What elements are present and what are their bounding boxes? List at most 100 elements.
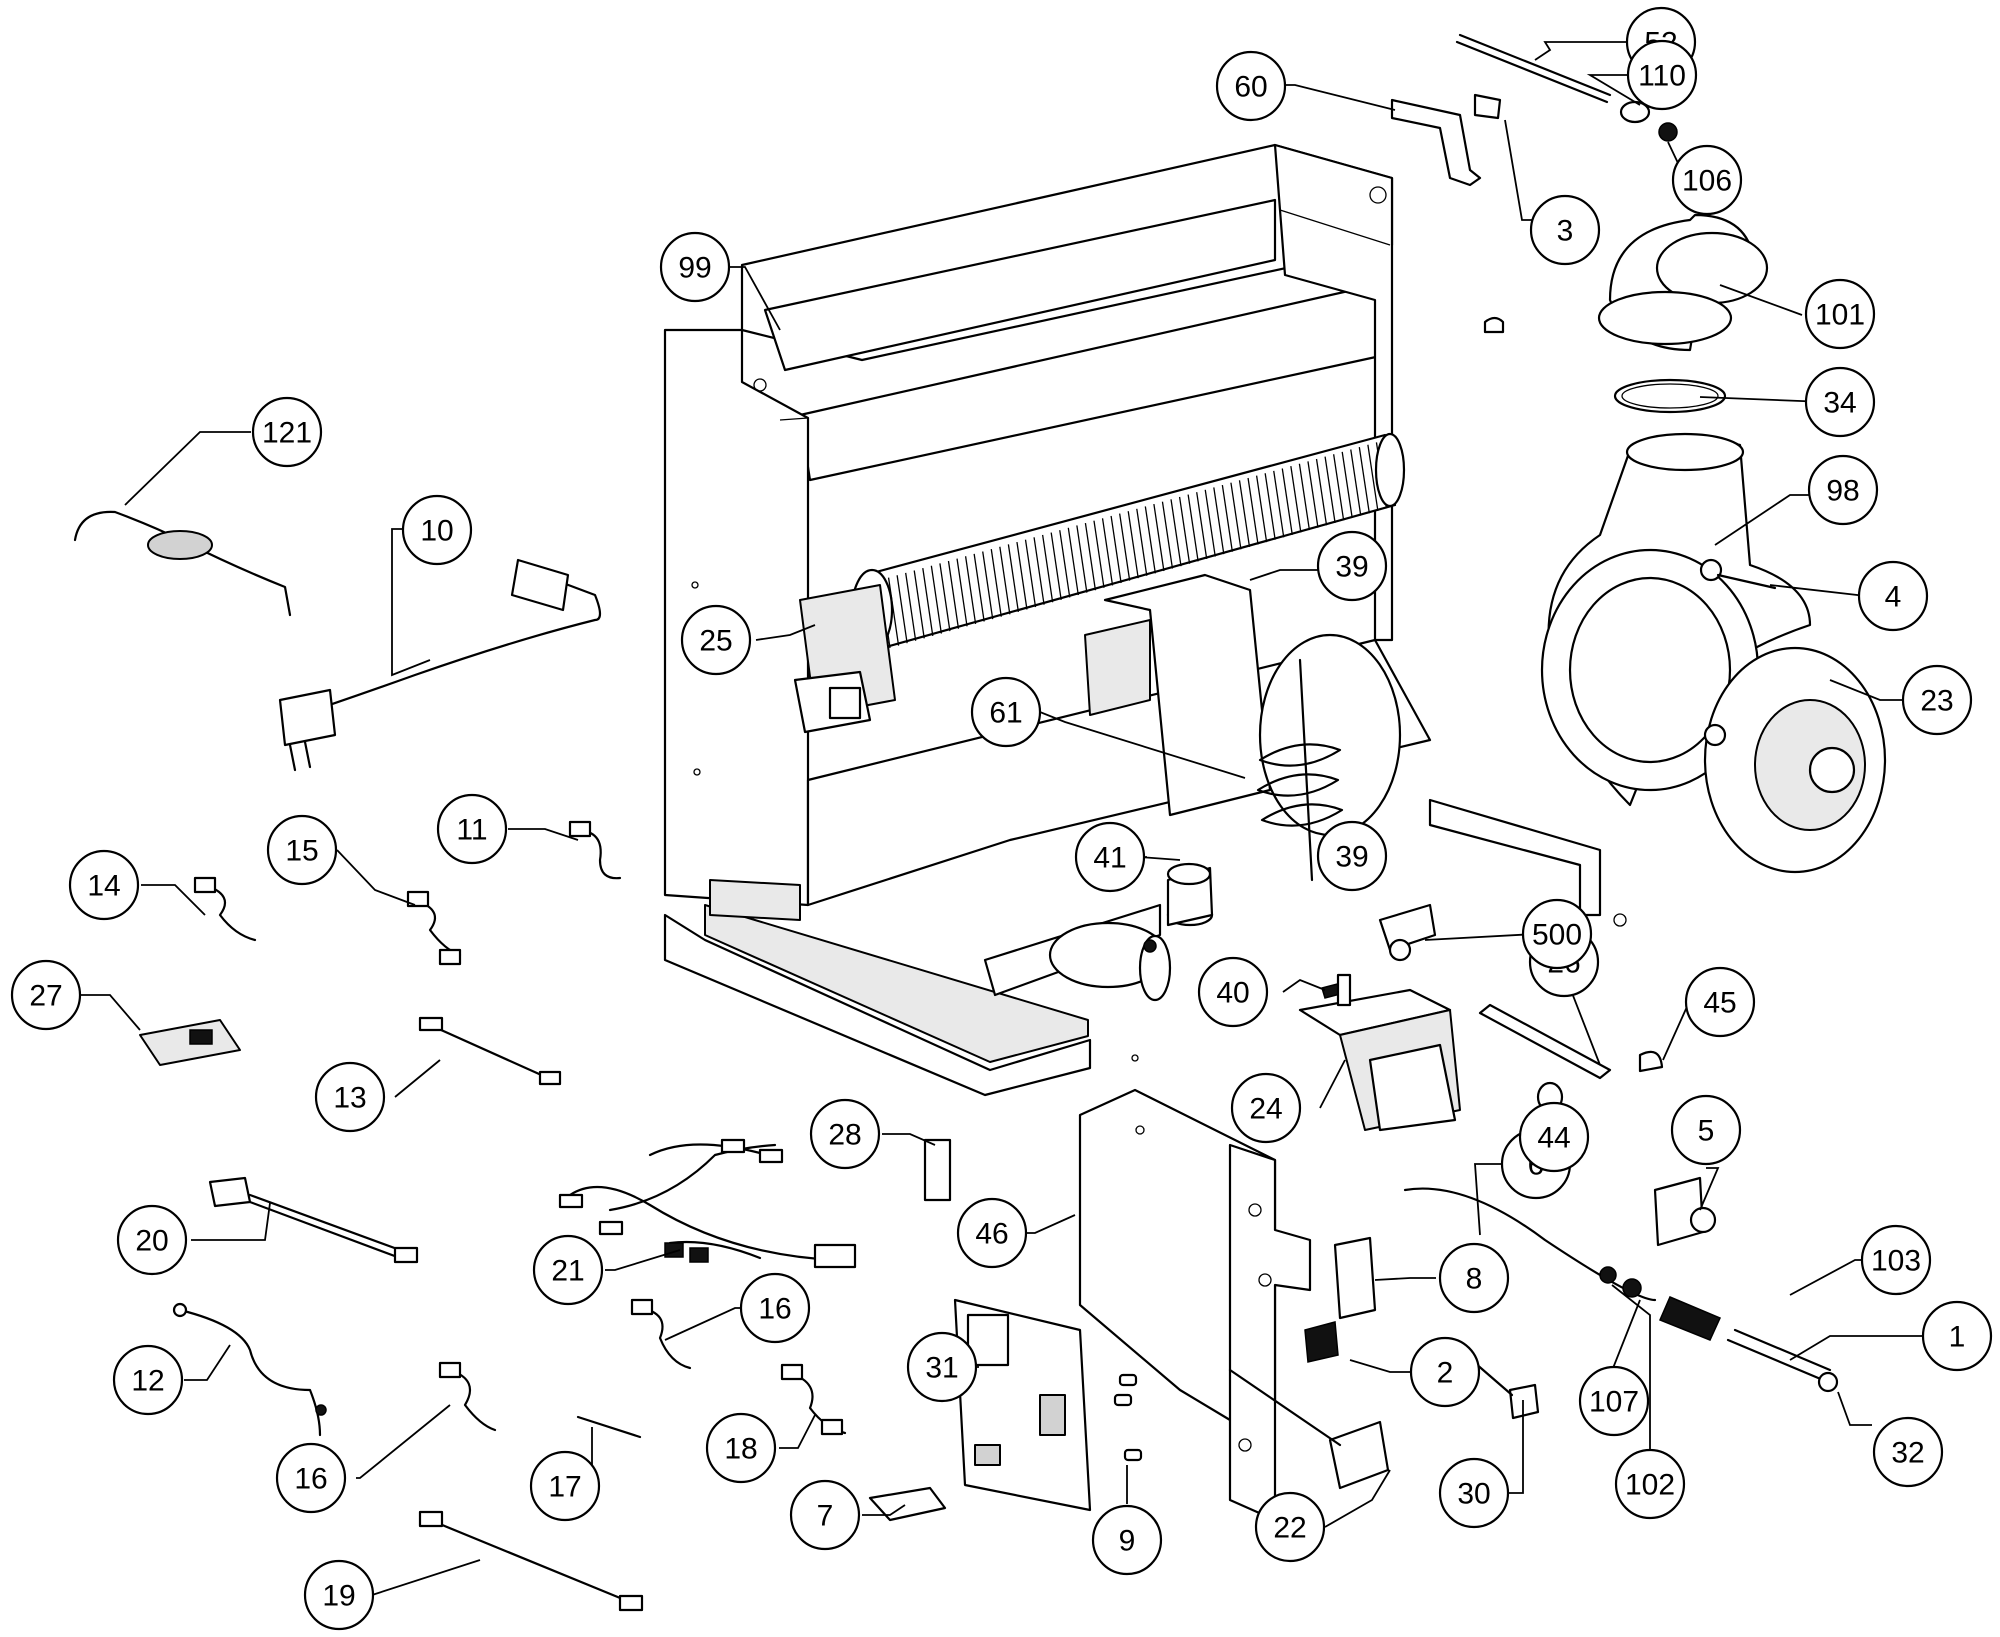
callout-label: 101: [1815, 299, 1865, 332]
igniter-parts: [1403, 1176, 1839, 1393]
callout-4: 4: [1857, 560, 1929, 632]
control-plate-assembly: [868, 1088, 1540, 1522]
callout-40: 40: [1197, 956, 1269, 1028]
callout-circle: [1670, 1094, 1742, 1166]
callout-circle: [1521, 898, 1593, 970]
callout-39: 39: [1316, 820, 1388, 892]
callout-circle: [1438, 1242, 1510, 1314]
tangential-fan-roller: [793, 432, 1406, 734]
callout-label: 110: [1638, 60, 1686, 93]
callout-34: 34: [1804, 366, 1876, 438]
callout-circle: [68, 849, 140, 921]
loose-wiring: [73, 510, 857, 1612]
callout-label: 3: [1557, 215, 1574, 248]
callout-label: 12: [131, 1365, 164, 1398]
callout-3: 3: [1529, 194, 1601, 266]
callout-circle: [1316, 820, 1388, 892]
callout-label: 44: [1537, 1122, 1570, 1155]
callout-circle: [251, 396, 323, 468]
callout-label: 25: [699, 625, 732, 658]
callout-label: 40: [1216, 977, 1249, 1010]
callout-label: 41: [1093, 842, 1126, 875]
callout-label: 17: [548, 1471, 581, 1504]
callout-circle: [1671, 144, 1743, 216]
callout-circle: [116, 1204, 188, 1276]
callout-18: 18: [705, 1412, 777, 1484]
callout-label: 7: [817, 1500, 834, 1533]
callout-label: 45: [1703, 987, 1736, 1020]
callout-circle: [1860, 1224, 1932, 1296]
callout-19: 19: [303, 1559, 375, 1631]
callout-5: 5: [1670, 1094, 1742, 1166]
callout-44: 44: [1518, 1101, 1590, 1173]
callout-7: 7: [789, 1479, 861, 1551]
callout-label: 39: [1335, 551, 1368, 584]
callout-22: 22: [1254, 1491, 1326, 1563]
callout-45: 45: [1684, 966, 1756, 1038]
callout-61: 61: [970, 676, 1042, 748]
callout-102: 102: [1614, 1448, 1686, 1520]
callout-circle: [1197, 956, 1269, 1028]
callout-label: 102: [1625, 1469, 1675, 1502]
callout-circle: [1901, 664, 1973, 736]
callout-circle: [970, 676, 1042, 748]
callout-103: 103: [1860, 1224, 1932, 1296]
callout-label: 16: [294, 1463, 327, 1496]
callout-label: 46: [975, 1218, 1008, 1251]
callout-label: 32: [1891, 1437, 1924, 1470]
callout-circle: [680, 604, 752, 676]
callout-39: 39: [1316, 530, 1388, 602]
main-body-frame: [663, 143, 1602, 1097]
callout-label: 5: [1698, 1115, 1715, 1148]
callout-label: 103: [1871, 1245, 1921, 1278]
callout-label: 13: [333, 1082, 366, 1115]
callout-110: 110: [1626, 39, 1698, 111]
callout-label: 10: [420, 515, 453, 548]
callout-31: 31: [906, 1331, 978, 1403]
callout-circle: [1804, 366, 1876, 438]
callout-16: 16: [275, 1442, 347, 1514]
lower-mechanics: [1048, 862, 1664, 1132]
callout-label: 9: [1119, 1525, 1136, 1558]
callout-8: 8: [1438, 1242, 1510, 1314]
callout-25: 25: [680, 604, 752, 676]
callout-circle: [401, 494, 473, 566]
callout-label: 8: [1466, 1263, 1483, 1296]
callout-circle: [1316, 530, 1388, 602]
callout-label: 21: [551, 1255, 584, 1288]
callout-circle: [1578, 1365, 1650, 1437]
callout-circle: [1684, 966, 1756, 1038]
callout-label: 20: [135, 1225, 168, 1258]
callout-label: 107: [1589, 1386, 1639, 1419]
callout-circle: [1230, 1072, 1302, 1144]
callout-label: 500: [1532, 919, 1582, 952]
callout-circle: [659, 231, 731, 303]
callout-circle: [1804, 278, 1876, 350]
callout-circle: [1215, 50, 1287, 122]
callout-circle: [303, 1559, 375, 1631]
callout-label: 98: [1826, 475, 1859, 508]
callout-label: 121: [262, 417, 312, 450]
callout-label: 61: [989, 697, 1022, 730]
feed-auger: [1084, 573, 1402, 882]
callout-98: 98: [1807, 454, 1879, 526]
callout-11: 11: [436, 793, 508, 865]
callout-41: 41: [1074, 821, 1146, 893]
callout-circle: [1091, 1504, 1163, 1576]
callout-99: 99: [659, 231, 731, 303]
callout-label: 2: [1437, 1357, 1454, 1390]
callout-121: 121: [251, 396, 323, 468]
callout-circle: [529, 1450, 601, 1522]
callout-label: 39: [1335, 841, 1368, 874]
callout-label: 106: [1682, 165, 1732, 198]
callout-circle: [1626, 39, 1698, 111]
callout-2: 2: [1409, 1336, 1481, 1408]
callout-circle: [112, 1344, 184, 1416]
callout-circle: [1074, 821, 1146, 893]
callout-24: 24: [1230, 1072, 1302, 1144]
callout-label: 22: [1273, 1512, 1306, 1545]
callout-30: 30: [1438, 1457, 1510, 1529]
callout-circle: [1438, 1457, 1510, 1529]
callout-101: 101: [1804, 278, 1876, 350]
flue-fan-assembly: [1390, 33, 1887, 874]
